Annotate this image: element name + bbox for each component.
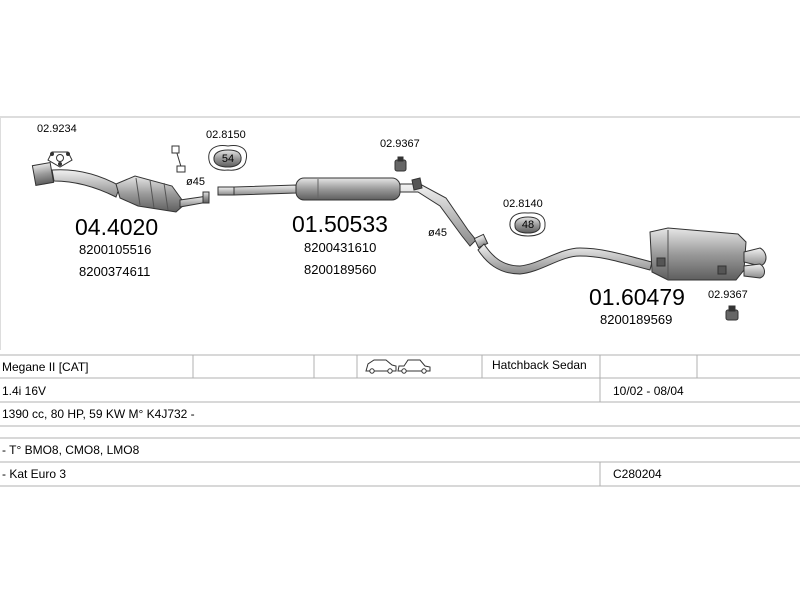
hanger-mid-code: 02.9367 bbox=[380, 138, 420, 150]
oem-downpipe-1: 8200105516 bbox=[79, 242, 151, 257]
oem-downpipe-2: 8200374611 bbox=[79, 264, 150, 279]
joint-pipe bbox=[217, 186, 235, 196]
exhaust-diagram bbox=[31, 145, 767, 321]
sedan-icon bbox=[397, 359, 431, 374]
clamp-54-code: 02.8150 bbox=[206, 129, 246, 141]
oem-middle-1: 8200431610 bbox=[304, 240, 376, 255]
hanger-icon bbox=[394, 156, 407, 172]
rear-silencer-part bbox=[473, 227, 767, 281]
car-body-icons bbox=[365, 359, 431, 374]
rear-hanger-icon bbox=[725, 305, 739, 321]
hanger-rear-code: 02.9367 bbox=[708, 289, 748, 301]
vehicle-info-table bbox=[0, 354, 800, 487]
vehicle-engine: 1.4i 16V bbox=[2, 384, 46, 398]
part-code-middle: 01.50533 bbox=[292, 211, 388, 237]
vehicle-model: Megane II [CAT] bbox=[2, 360, 88, 374]
vehicle-specs: 1390 cc, 80 HP, 59 KW M° K4J732 - bbox=[2, 407, 195, 421]
diameter-front: ø45 bbox=[186, 176, 205, 188]
downpipe-catalyst-part bbox=[31, 162, 210, 213]
clamp-54-size: 54 bbox=[222, 153, 234, 165]
clamp-54-icon bbox=[208, 145, 248, 171]
vehicle-types: - T° BMO8, CMO8, LMO8 bbox=[2, 443, 140, 457]
clamp-48-code: 02.8140 bbox=[503, 198, 543, 210]
diameter-mid: ø45 bbox=[428, 227, 447, 239]
part-code-rear: 01.60479 bbox=[589, 284, 685, 310]
part-code-downpipe: 04.4020 bbox=[75, 214, 158, 240]
vehicle-body: Hatchback Sedan bbox=[492, 358, 587, 372]
clamp-48-size: 48 bbox=[522, 219, 534, 231]
stud-bolt-icon bbox=[171, 145, 186, 173]
gasket-code: 02.9234 bbox=[37, 123, 77, 135]
pipe-hanger-bracket bbox=[411, 177, 423, 191]
vehicle-ref: C280204 bbox=[613, 467, 662, 481]
middle-silencer-part bbox=[233, 177, 477, 247]
hatchback-icon bbox=[365, 359, 397, 374]
oem-middle-2: 8200189560 bbox=[304, 262, 376, 277]
vehicle-years: 10/02 - 08/04 bbox=[613, 384, 684, 398]
gasket-icon bbox=[47, 151, 73, 168]
oem-rear-1: 8200189569 bbox=[600, 312, 672, 327]
vehicle-emission: - Kat Euro 3 bbox=[2, 467, 66, 481]
clamp-48-icon bbox=[509, 212, 546, 237]
